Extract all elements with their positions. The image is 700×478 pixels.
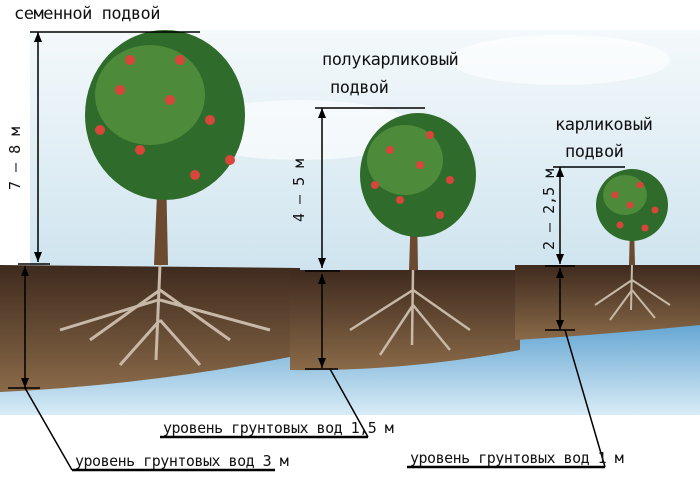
dimension-lines [8, 31, 625, 472]
label-seedling-rootstock: семенной подвой [14, 4, 161, 24]
cloud [450, 35, 670, 85]
label-semi-dwarf-line2: подвой [330, 78, 389, 98]
height-semi-dwarf: 4 – 5 м [290, 158, 308, 222]
groundwater-dwarf: уровень грунтовых вод 1 м [410, 449, 624, 467]
soil-seedling [0, 265, 300, 392]
label-dwarf-line1: карликовый [555, 115, 653, 135]
groundwater-semi-dwarf: уровень грунтовых вод 1,5 м [163, 419, 394, 437]
soil-semi-dwarf [290, 270, 520, 371]
label-semi-dwarf-line1: полукарликовый [322, 50, 459, 70]
label-dwarf-line2: подвой [565, 142, 624, 162]
tree-semi-dwarf [349, 113, 476, 356]
tree-dwarf [594, 169, 671, 321]
height-seedling: 7 – 8 м [6, 126, 24, 190]
arrowheads [21, 32, 564, 388]
groundwater-seedling: уровень грунтовых вод 3 м [75, 452, 289, 470]
height-dwarf: 2 – 2,5 м [540, 168, 558, 250]
tree-seedling [59, 30, 271, 366]
